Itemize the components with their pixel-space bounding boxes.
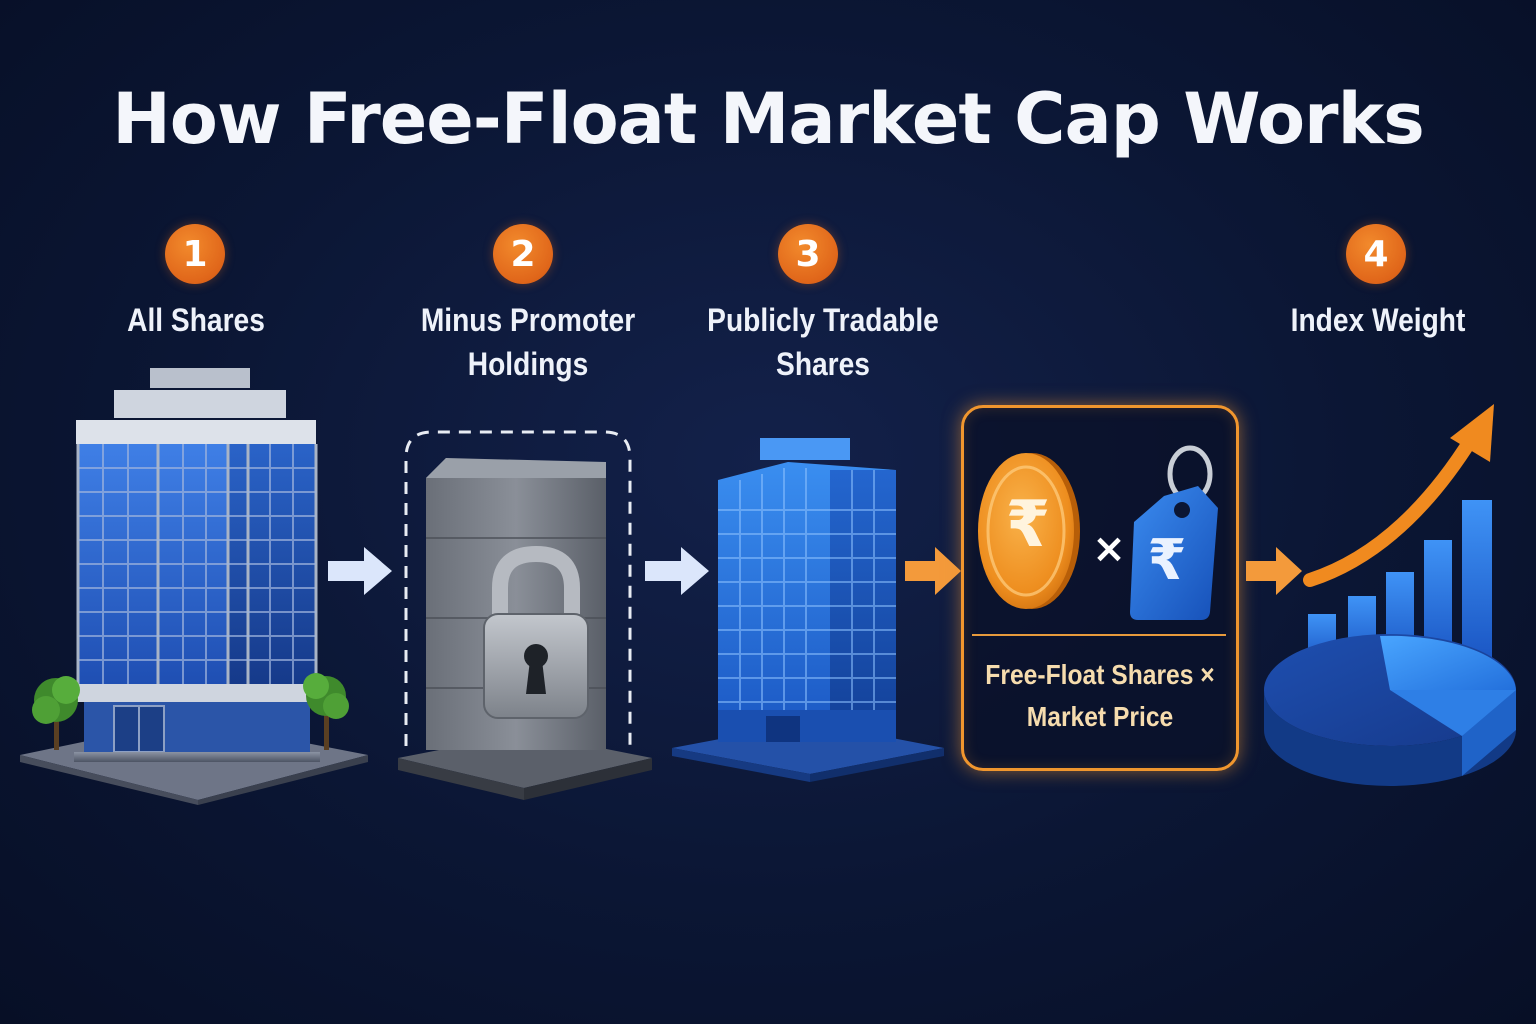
blue-building-icon (672, 438, 944, 782)
arrow-right-icon-3 (905, 547, 961, 595)
arrow-right-icon-4 (1246, 547, 1302, 595)
step-1-badge: 1 (165, 224, 225, 284)
formula-text-line1: Free-Float Shares × (985, 659, 1215, 690)
padlock-icon (398, 430, 652, 800)
formula-text-line2: Market Price (1026, 701, 1174, 732)
formula-operator: × (1092, 526, 1126, 572)
coin-rupee-symbol: ₹ (1005, 488, 1051, 562)
arrow-right-icon-1 (328, 547, 392, 595)
step-3-label-line2: Shares (776, 346, 870, 382)
rupee-coin-icon (978, 453, 1080, 609)
step-4-label-text: Index Weight (1290, 302, 1466, 338)
step-2-label: Minus Promoter Holdings (400, 298, 655, 386)
step-4-badge: 4 (1346, 224, 1406, 284)
page-title: How Free-Float Market Cap Works (112, 78, 1425, 160)
price-tag-icon (1130, 445, 1218, 620)
tag-rupee-symbol: ₹ (1147, 528, 1187, 593)
step-1-label-text: All Shares (127, 302, 265, 338)
step-4-label: Index Weight (1264, 298, 1493, 342)
step-2-label-line1: Minus Promoter (420, 302, 636, 338)
step-3-badge: 3 (778, 224, 838, 284)
step-3-label-line1: Publicly Tradable (707, 302, 939, 338)
formula-divider (972, 634, 1226, 636)
growth-chart-icon (1264, 404, 1516, 786)
step-1-label: All Shares (82, 298, 311, 342)
formula-text: Free-Float Shares × Market Price (978, 654, 1223, 738)
step-2-label-line2: Holdings (467, 346, 589, 382)
step-3-label: Publicly Tradable Shares (691, 298, 955, 386)
arrow-right-icon-2 (645, 547, 709, 595)
office-building-icon (20, 368, 368, 805)
step-2-badge: 2 (493, 224, 553, 284)
